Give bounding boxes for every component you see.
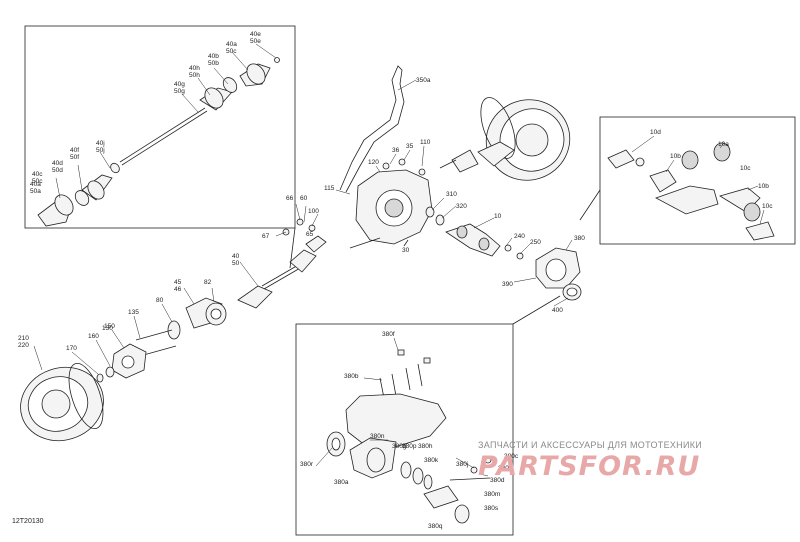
inset-u-joint: [599, 116, 796, 245]
label: 30: [402, 247, 410, 254]
label: 10d: [650, 129, 661, 136]
label: 380j: [456, 461, 468, 468]
label: 310: [446, 191, 457, 198]
label: 380b: [344, 373, 359, 380]
label: 380q: [428, 523, 443, 530]
label: 380d: [490, 477, 505, 484]
label: 36: [392, 147, 400, 154]
watermark-logo: PARTSFOR.RU: [478, 451, 701, 482]
label: 350a: [416, 77, 431, 84]
label: 10c: [740, 165, 751, 172]
label: 80: [156, 297, 164, 304]
label: 150: [104, 323, 115, 330]
label: 380n: [370, 433, 385, 440]
label: 35: [406, 143, 414, 150]
label: 380g: [392, 443, 407, 450]
inset-drive-shaft: [24, 25, 296, 229]
main-assembly: [20, 65, 601, 442]
label: 380e: [498, 465, 513, 472]
label: 100: [308, 208, 319, 215]
label: 320: [456, 203, 467, 210]
label: 65: [306, 231, 314, 238]
label: 130: [102, 325, 113, 332]
label: 60: [300, 195, 308, 202]
watermark-subtitle: ЗАПЧАСТИ И АКСЕССУАРЫ ДЛЯ МОТОТЕХНИКИ: [478, 440, 703, 450]
label: 390: [502, 281, 513, 288]
label: 250: [530, 239, 541, 246]
label: 135: [128, 309, 139, 316]
label: 67: [262, 233, 270, 240]
label: 380f: [382, 331, 395, 338]
label: 82: [204, 279, 212, 286]
label: 120: [368, 159, 379, 166]
watermark: ЗАПЧАСТИ И АКСЕССУАРЫ ДЛЯ МОТОТЕХНИКИ PA…: [478, 440, 798, 482]
label: 10: [494, 213, 502, 220]
label: 380s: [484, 505, 499, 512]
label: 380r: [300, 461, 314, 468]
label: 170: [66, 345, 77, 352]
label: 380h: [418, 443, 433, 450]
label: 66: [286, 195, 294, 202]
label: 400: [552, 307, 563, 314]
label: 380p: [402, 443, 417, 450]
label: 240: [514, 233, 525, 240]
label: 380k: [424, 457, 439, 464]
label: 110: [420, 139, 431, 146]
label: 10a: [718, 141, 729, 148]
label: 380c: [504, 453, 519, 460]
drawing-id: 12T20130: [12, 518, 44, 525]
inset-housing: [295, 323, 514, 536]
label: 10b: [670, 153, 681, 160]
label: 380: [574, 235, 585, 242]
label: 10b: [758, 183, 769, 190]
label: 380m: [484, 491, 500, 498]
label: 115: [324, 185, 335, 192]
label: 10c: [762, 203, 773, 210]
label: 380a: [334, 479, 349, 486]
label: 160: [88, 333, 99, 340]
